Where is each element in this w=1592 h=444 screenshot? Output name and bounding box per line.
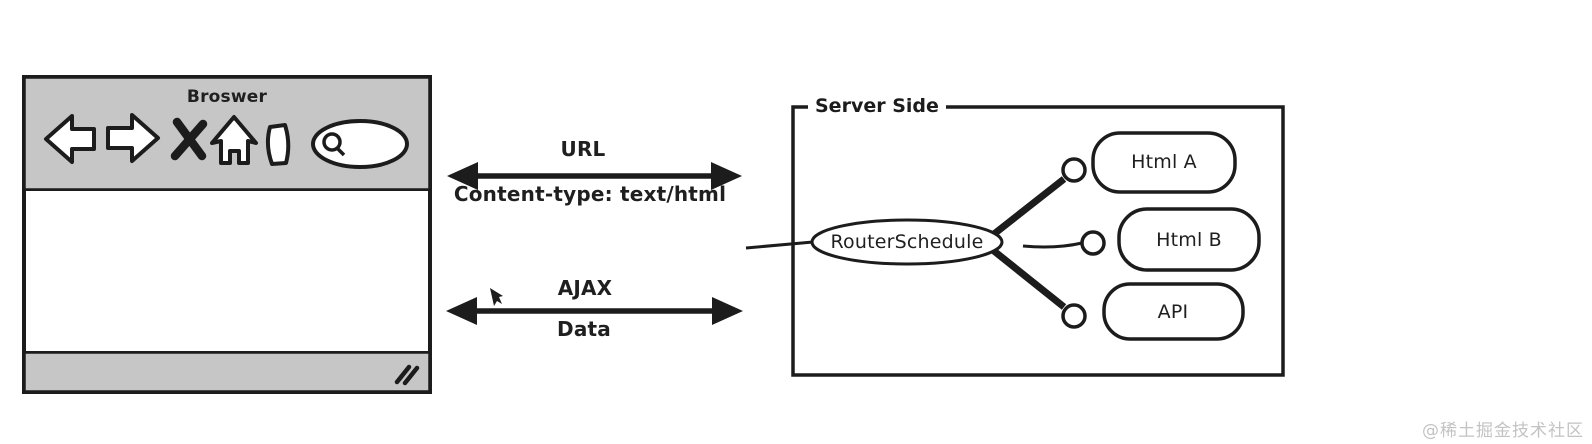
browser-content-area (26, 191, 428, 351)
server-side-title: Server Side (808, 95, 946, 118)
port-circle-api (1061, 303, 1087, 329)
search-bar (311, 119, 409, 169)
data-label: Data (557, 317, 611, 341)
ajax-label: AJAX (557, 276, 613, 300)
page-icon (265, 123, 291, 166)
forward-icon (106, 113, 160, 163)
url-arrowhead-left (447, 162, 478, 190)
url-arrow (447, 162, 742, 190)
ajax-arrow (446, 297, 743, 325)
stop-icon (170, 117, 208, 161)
ajax-arrowhead-left (446, 297, 477, 325)
endpoint-ports (1061, 157, 1106, 329)
mouse-cursor-icon (490, 288, 503, 306)
connector-api (991, 248, 1067, 310)
router-label: RouterSchedule (830, 231, 984, 253)
endpoint-html-b (1117, 207, 1261, 272)
home-icon (210, 115, 258, 165)
content-type-label: Content-type: text/html (453, 182, 727, 206)
watermark: @稀土掘金技术社区 (1422, 421, 1584, 441)
endpoint-pills (1091, 131, 1261, 341)
port-circle-html-b (1080, 230, 1106, 256)
endpoint-api-label: API (1157, 301, 1189, 323)
url-label: URL (560, 137, 606, 161)
back-icon (44, 114, 96, 164)
router-ellipse (810, 218, 1004, 266)
browser-statusbar (22, 350, 432, 394)
endpoint-api (1102, 282, 1245, 341)
router-incoming-line (745, 240, 814, 250)
connector-html-b (1022, 241, 1083, 249)
browser-title: Broswer (186, 87, 268, 107)
connector-html-a (991, 176, 1067, 237)
endpoint-html-a-label: Html A (1131, 151, 1197, 173)
endpoint-html-b-label: Html B (1156, 229, 1222, 251)
url-arrowhead-right (711, 162, 742, 190)
port-circle-html-a (1061, 157, 1087, 183)
endpoint-html-a (1091, 131, 1237, 194)
resize-handle-icon (394, 364, 420, 386)
ajax-arrowhead-right (712, 297, 743, 325)
router-connectors (991, 176, 1083, 310)
search-icon (322, 132, 346, 157)
